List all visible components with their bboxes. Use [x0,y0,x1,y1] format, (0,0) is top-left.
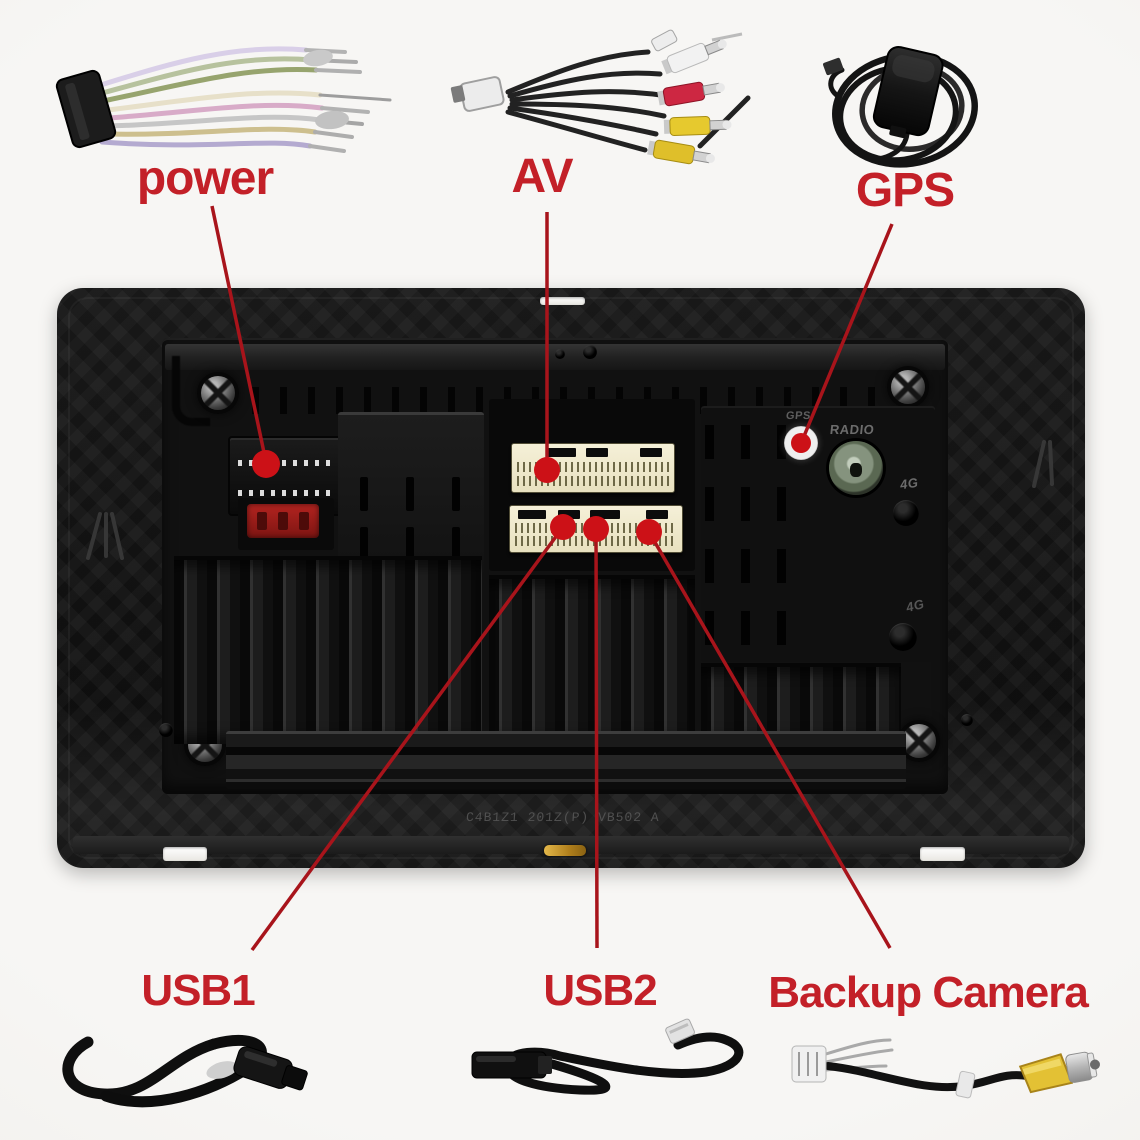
callout-av: AV [511,150,573,203]
socket-slot [558,510,580,519]
vent-slot [360,477,368,511]
socket-pins [517,462,669,472]
panel-hole [961,714,973,726]
heatsink-fins-center [489,575,695,744]
4g-antenna-hole-lower [889,623,917,651]
gps-jack-label: GPS [785,410,812,422]
av-harness-socket [511,443,675,493]
mount-slot-bottom-left [163,847,207,861]
4g-upper-label: 4G [899,474,920,493]
callout-power: power [136,152,274,205]
4g-lower-label: 4G [904,596,926,615]
heatsink-fins-left [174,556,482,744]
socket-slot [586,448,608,457]
rca-plug-red [657,81,725,107]
backup-camera-cable-image [791,1038,1100,1099]
vent-box [338,412,484,573]
pin-row [238,460,332,466]
usb-camera-harness-socket [509,505,683,553]
av-cable-image [450,29,751,165]
gps-antenna-jack [784,426,818,460]
callout-backup-camera: Backup Camera [768,968,1089,1017]
bottom-mounting-bar [226,731,906,789]
socket-pins [515,536,677,546]
socket-slot [546,448,576,457]
radio-jack-label: RADIO [829,422,876,437]
socket-pins [515,523,677,533]
pin-row [238,490,332,496]
rca-plug-yellow-2 [647,139,715,165]
gps-antenna-image [823,45,978,168]
antenna-panel: GPS RADIO 4G 4G [701,406,935,662]
vent-slot [406,477,414,511]
socket-pins [517,476,669,486]
socket-slot [640,448,662,457]
mount-slot-bottom-right [920,847,965,861]
radio-antenna-jack [829,441,883,495]
socket-slot [646,510,668,519]
usb2-cable-image [471,1018,744,1095]
antenna-panel-vents [705,425,801,655]
callout-usb2: USB2 [543,966,657,1015]
panel-hole [159,723,173,737]
mount-slot-top [540,297,585,305]
cable-tie [955,1070,976,1099]
gold-contact-pin [544,845,586,856]
etched-serial-code: C4B1Z1 201Z(P) VB502 A [465,810,661,825]
socket-slot [590,510,620,519]
power-harness-image [55,46,392,153]
rca-female-yellow [1018,1051,1100,1094]
screw-top-left [201,376,235,410]
socket-slot [518,510,546,519]
rca-plug-white [661,39,727,75]
screw-bottom-right [902,724,936,758]
vent-slot [452,477,460,511]
callout-usb1: USB1 [141,966,255,1015]
rca-plug-yellow-1 [663,115,732,137]
callout-gps: GPS [855,164,955,217]
4g-antenna-hole-upper [893,500,919,526]
head-unit-rear-view: GPS RADIO 4G 4G C4B1Z1 201Z(P) VB502 A [57,288,1085,868]
av-plug-white-connector [459,76,505,112]
panel-hole [583,345,597,359]
usb1-cable-image [62,1034,308,1108]
bracket-hook [172,356,210,426]
fuse-holder [247,504,319,538]
screw-top-right [891,370,925,404]
panel-hole [555,349,565,359]
usb2-plug [471,1051,547,1079]
